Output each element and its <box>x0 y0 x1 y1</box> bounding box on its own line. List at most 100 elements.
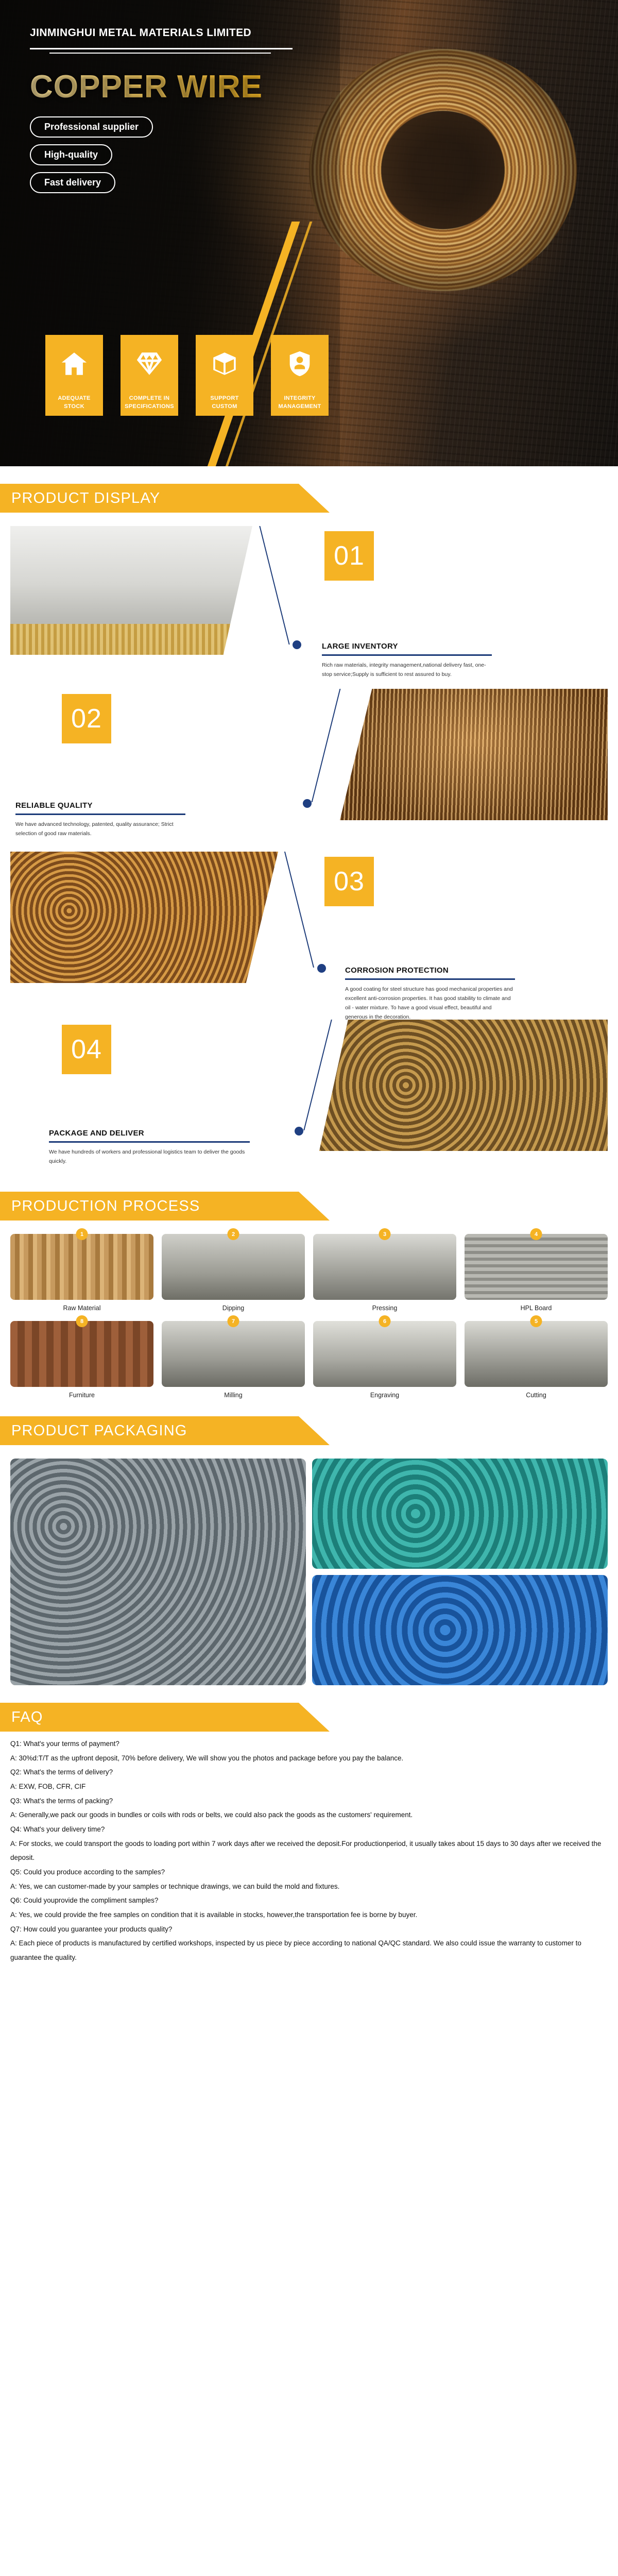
section-title: PRODUCTION PROCESS <box>11 1197 200 1214</box>
feature-badge: High-quality <box>30 144 112 165</box>
banner-tail <box>334 1416 341 1445</box>
item-number: 04 <box>62 1025 111 1074</box>
process-photo <box>162 1321 305 1387</box>
hero-feature-item: SUPPORT CUSTOM <box>196 335 253 416</box>
feature-label-line2: STOCK <box>64 403 84 410</box>
step-number: 2 <box>227 1228 239 1240</box>
connector-dot <box>303 799 312 808</box>
faq-line: Q7: How could you guarantee your product… <box>10 1925 173 1933</box>
item-title: RELIABLE QUALITY <box>15 801 93 810</box>
item-divider <box>15 814 185 815</box>
faq-line: A: For stocks, we could transport the go… <box>10 1839 602 1862</box>
step-label: Furniture <box>68 1392 95 1399</box>
faq-line: Q4: What's your delivery time? <box>10 1825 105 1834</box>
feature-label-line2: SPECIFICATIONS <box>125 403 174 410</box>
step-label: Cutting <box>526 1392 546 1399</box>
step-label: Engraving <box>370 1392 400 1399</box>
hero-banner: JINMINGHUI METAL MATERIALS LIMITED COPPE… <box>0 0 618 466</box>
photo-surface <box>10 526 252 655</box>
packaging-photo-blue <box>312 1575 608 1685</box>
section-title: PRODUCT PACKAGING <box>11 1422 187 1439</box>
item-divider <box>322 654 492 656</box>
faq-line: A: Yes, we could provide the free sample… <box>10 1911 418 1919</box>
process-step: 5 Cutting <box>465 1315 608 1399</box>
photo-surface <box>10 852 278 983</box>
photo-surface <box>319 1020 608 1151</box>
process-photo <box>162 1234 305 1300</box>
connector-dot <box>295 1127 303 1136</box>
product-photo <box>10 852 278 983</box>
process-photo <box>465 1321 608 1387</box>
faq-line: Q3: What's the terms of packing? <box>10 1797 113 1805</box>
brand-divider <box>30 48 293 49</box>
brand-divider-secondary <box>49 53 271 54</box>
process-photo <box>313 1321 456 1387</box>
step-label: Raw Material <box>63 1304 101 1312</box>
item-divider <box>345 978 515 980</box>
feature-badge: Professional supplier <box>30 116 153 138</box>
copper-coil-photo <box>309 49 577 291</box>
hero-feature-item: ADEQUATE STOCK <box>45 335 103 416</box>
faq-line: Q5: Could you produce according to the s… <box>10 1868 165 1876</box>
banner-tail <box>334 484 341 513</box>
photo-surface <box>340 689 608 820</box>
process-photo <box>465 1234 608 1300</box>
hero-feature-label: ADEQUATE STOCK <box>45 393 103 416</box>
process-step: 4 HPL Board <box>465 1228 608 1312</box>
item-number: 03 <box>324 857 374 906</box>
feature-label-line1: ADEQUATE <box>58 395 91 401</box>
product-photo <box>340 689 608 820</box>
faq-line: A: Yes, we can customer-made by your sam… <box>10 1882 340 1890</box>
item-title: LARGE INVENTORY <box>322 642 398 651</box>
step-number: 3 <box>379 1228 391 1240</box>
faq-line: Q2: What's the terms of delivery? <box>10 1768 113 1776</box>
section-header-production-process: PRODUCTION PROCESS <box>0 1192 330 1221</box>
process-photo <box>10 1234 153 1300</box>
product-display-item: 01 LARGE INVENTORY Rich raw materials, i… <box>10 526 608 681</box>
feature-label-line1: INTEGRITY <box>284 395 316 401</box>
item-text-block: RELIABLE QUALITY We have advanced techno… <box>15 801 185 838</box>
process-step: 1 Raw Material <box>10 1228 153 1312</box>
faq-line: A: 30%d:T/T as the upfront deposit, 70% … <box>10 1754 404 1762</box>
process-step: 7 Milling <box>162 1315 305 1399</box>
box-icon <box>196 335 253 393</box>
connector-line <box>311 689 341 802</box>
hero-feature-row: ADEQUATE STOCK COMPLETE IN SPECIFICATION… <box>45 335 329 416</box>
hero-feature-item: COMPLETE IN SPECIFICATIONS <box>121 335 178 416</box>
step-number: 7 <box>227 1315 239 1327</box>
step-label: Pressing <box>372 1304 398 1312</box>
home-icon <box>45 335 103 393</box>
connector-dot <box>293 640 301 649</box>
product-display-item: 04 PACKAGE AND DELIVER We have hundreds … <box>10 1020 608 1174</box>
banner-tail <box>334 1703 341 1732</box>
item-text-block: LARGE INVENTORY Rich raw materials, inte… <box>322 642 492 679</box>
feature-label-line2: CUSTOM <box>212 403 237 410</box>
step-label: Dipping <box>222 1304 245 1312</box>
process-step: 6 Engraving <box>313 1315 456 1399</box>
section-header-product-packaging: PRODUCT PACKAGING <box>0 1416 341 1445</box>
step-label: Milling <box>224 1392 243 1399</box>
item-description: Rich raw materials, integrity management… <box>322 662 486 678</box>
connector-line <box>259 526 290 645</box>
item-title: CORROSION PROTECTION <box>345 966 449 975</box>
item-text-block: CORROSION PROTECTION A good coating for … <box>345 966 515 1022</box>
diamond-icon <box>121 335 178 393</box>
feature-badge-list: Professional supplier High-quality Fast … <box>30 116 618 193</box>
faq-line: A: Each piece of products is manufacture… <box>10 1939 581 1962</box>
process-step: 8 Furniture <box>10 1315 153 1399</box>
item-text-block: PACKAGE AND DELIVER We have hundreds of … <box>49 1129 250 1166</box>
feature-label-line1: COMPLETE IN <box>129 395 170 401</box>
process-step: 2 Dipping <box>162 1228 305 1312</box>
faq-line: Q1: What's your terms of payment? <box>10 1740 119 1748</box>
hero-feature-label: INTEGRITY MANAGEMENT <box>271 393 329 416</box>
hero-feature-label: SUPPORT CUSTOM <box>196 393 253 416</box>
process-step: 3 Pressing <box>313 1228 456 1312</box>
connector-dot <box>317 964 326 973</box>
item-description: A good coating for steel structure has g… <box>345 986 513 1021</box>
item-description: We have advanced technology, patented, q… <box>15 821 174 837</box>
item-description: We have hundreds of workers and professi… <box>49 1149 245 1165</box>
step-label: HPL Board <box>520 1304 552 1312</box>
item-divider <box>49 1141 250 1143</box>
packaging-gallery <box>0 1445 618 1685</box>
company-name: JINMINGHUI METAL MATERIALS LIMITED <box>30 27 252 39</box>
